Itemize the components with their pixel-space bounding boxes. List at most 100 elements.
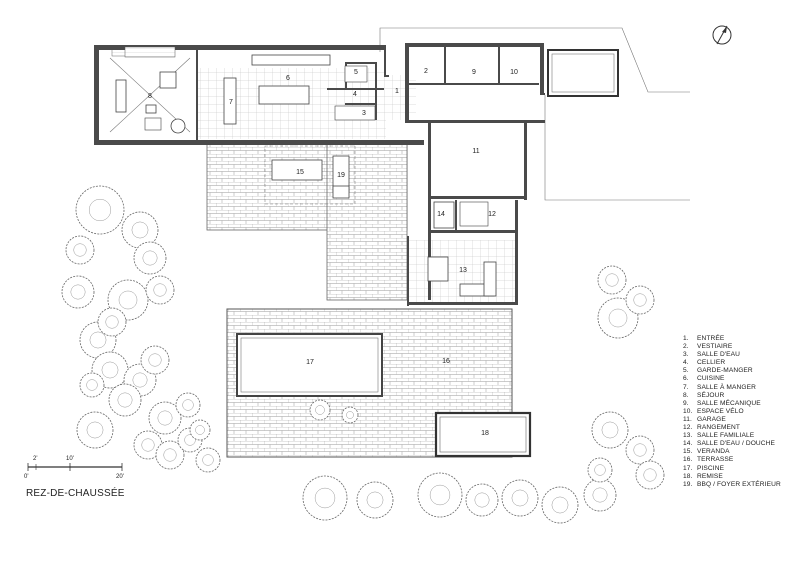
tree <box>140 345 170 375</box>
tree <box>501 479 539 517</box>
tree <box>121 211 159 249</box>
tree <box>61 275 95 309</box>
tree <box>309 399 331 421</box>
room-num-16: 16 <box>442 358 450 365</box>
north-arrow-icon <box>712 25 732 45</box>
kitchen-furniture <box>223 54 376 125</box>
legend-item: 17. PISCINE <box>683 465 781 473</box>
tree <box>189 419 211 441</box>
legend-number: 19. <box>683 480 693 488</box>
legend-number: 18. <box>683 472 693 480</box>
tree <box>75 185 125 235</box>
room-num-15: 15 <box>296 169 304 176</box>
room-num-19: 19 <box>337 172 345 179</box>
stairs <box>124 46 176 58</box>
tree <box>356 481 394 519</box>
tree <box>625 435 655 465</box>
tree <box>195 447 221 473</box>
tree <box>108 383 142 417</box>
tree <box>591 411 629 449</box>
legend-number: 8. <box>683 391 689 399</box>
tree <box>341 406 359 424</box>
legend-item: 6. CUISINE <box>683 375 781 383</box>
tree <box>79 372 105 398</box>
legend-room-name: VERANDA <box>697 448 730 456</box>
shed <box>434 411 532 458</box>
legend-number: 5. <box>683 367 689 375</box>
legend-room-name: REMISE <box>697 472 723 480</box>
legend-number: 2. <box>683 343 689 351</box>
tree <box>65 235 95 265</box>
legend-item: 18. REMISE <box>683 473 781 481</box>
legend-item: 12.RANGEMENT <box>683 424 781 432</box>
legend-room-name: ENTRÉE <box>697 335 725 342</box>
legend-number: 10. <box>683 407 693 415</box>
veranda-roof-outline <box>264 145 356 205</box>
room-numbers: 1 2 3 4 5 6 7 8 9 10 11 12 13 14 15 16 1… <box>148 68 518 437</box>
legend-number: 6. <box>683 375 689 383</box>
legend-item: 5. GARDE-MANGER <box>683 367 781 375</box>
legend-item: 8.SÉJOUR <box>683 392 781 400</box>
legend-number: 9. <box>683 399 689 407</box>
legend-number: 13. <box>683 432 693 440</box>
room-num-8: 8 <box>148 93 152 100</box>
tree <box>302 475 348 521</box>
legend-item: 14.SALLE D'EAU / DOUCHE <box>683 440 781 448</box>
tree <box>133 241 167 275</box>
legend-number: 16. <box>683 456 693 464</box>
legend-room-name: SALLE D'EAU <box>697 351 741 359</box>
room-num-9: 9 <box>472 69 476 76</box>
legend-room-name: SALLE MÉCANIQUE <box>697 399 761 407</box>
shed-inner <box>439 416 527 453</box>
legend-room-name: PISCINE <box>697 464 725 472</box>
tree <box>597 297 639 339</box>
legend-item: 7. SALLE À MANGER <box>683 384 781 392</box>
scale-label-10: 10' <box>66 456 74 462</box>
room-num-10: 10 <box>510 69 518 76</box>
legend-item: 19. BBQ / FOYER EXTÉRIEUR <box>683 481 781 489</box>
annex-building <box>547 49 619 97</box>
legend-room-name: SALLE À MANGER <box>697 383 756 391</box>
legend-number: 1. <box>683 335 689 342</box>
room-num-12: 12 <box>488 211 496 218</box>
legend-number: 3. <box>683 351 689 359</box>
room-num-7: 7 <box>229 99 233 106</box>
legend-room-name: VESTIAIRE <box>697 343 733 351</box>
tree <box>587 457 613 483</box>
legend-room-name: GARDE-MANGER <box>697 367 753 375</box>
legend-item: 11. GARAGE <box>683 416 781 424</box>
legend-room-name: GARAGE <box>697 415 726 423</box>
legend-room-name: BBQ / FOYER EXTÉRIEUR <box>697 480 781 488</box>
room-num-14: 14 <box>437 211 445 218</box>
room-num-4: 4 <box>353 91 357 98</box>
tree <box>76 411 114 449</box>
tree <box>583 478 617 512</box>
legend-room-name: CUISINE <box>697 375 725 383</box>
trees <box>61 185 665 524</box>
legend-number: 15. <box>683 448 693 456</box>
legend-number: 7. <box>683 383 689 391</box>
legend-item: 16. TERRASSE <box>683 456 781 464</box>
room-num-11: 11 <box>472 148 479 155</box>
washroom-fixtures <box>433 201 489 229</box>
legend-number: 11. <box>683 415 692 423</box>
legend-number: 17. <box>683 464 693 472</box>
legend-room-name: TERRASSE <box>697 456 734 464</box>
annex-inner <box>551 53 615 93</box>
family-furniture <box>427 256 497 297</box>
pool <box>236 333 383 397</box>
tree <box>625 285 655 315</box>
tree <box>155 440 185 470</box>
room-num-3: 3 <box>362 110 366 117</box>
tree <box>597 265 627 295</box>
plan-title: REZ-DE-CHAUSSÉE <box>26 488 125 499</box>
tree <box>145 275 175 305</box>
scale-bar: 0' 2' 10' 20' <box>24 456 124 480</box>
tree <box>541 486 579 524</box>
room-num-13: 13 <box>459 267 467 274</box>
room-num-1: 1 <box>395 88 399 95</box>
tree <box>97 307 127 337</box>
tree <box>148 401 182 435</box>
scale-label-0: 0' <box>24 474 28 480</box>
